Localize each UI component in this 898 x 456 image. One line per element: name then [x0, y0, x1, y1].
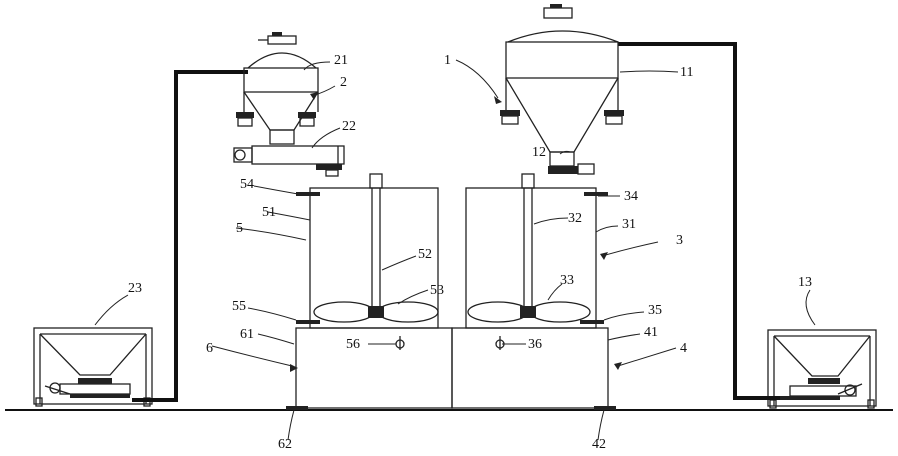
- label-31: 31: [622, 217, 636, 232]
- left-feed-hopper: [33, 327, 153, 407]
- label-35: 35: [648, 303, 662, 318]
- large-vacuum-hopper: [500, 4, 624, 175]
- label-6: 6: [206, 341, 213, 356]
- label-52: 52: [418, 247, 432, 262]
- left-mixing-tank: [296, 173, 439, 329]
- left-base-tank: [286, 327, 453, 410]
- label-2: 2: [340, 75, 347, 90]
- label-55: 55: [232, 299, 246, 314]
- arrowhead-4: [614, 362, 622, 370]
- label-34: 34: [624, 189, 638, 204]
- label-32: 32: [568, 211, 582, 226]
- leader-lines: [94, 59, 816, 441]
- right-conveying-pipe: [618, 42, 780, 400]
- label-11: 11: [680, 65, 693, 80]
- label-5: 5: [236, 221, 243, 236]
- label-36: 36: [528, 337, 542, 352]
- label-21: 21: [334, 53, 348, 68]
- label-42: 42: [592, 437, 606, 452]
- label-53: 53: [430, 283, 444, 298]
- label-13: 13: [798, 275, 812, 290]
- right-mixing-tank: [465, 173, 608, 329]
- label-61: 61: [240, 327, 254, 342]
- label-33: 33: [560, 273, 574, 288]
- arrowhead-1: [494, 96, 502, 104]
- arrowhead-2: [310, 92, 318, 100]
- label-12: 12: [532, 145, 546, 160]
- label-1: 1: [444, 53, 451, 68]
- label-56: 56: [346, 337, 360, 352]
- arrowhead-5: [290, 364, 298, 372]
- small-vacuum-hopper: [236, 32, 319, 145]
- label-23: 23: [128, 281, 142, 296]
- label-51: 51: [262, 205, 276, 220]
- left-conveying-pipe: [132, 70, 248, 402]
- label-4: 4: [680, 341, 687, 356]
- right-feed-hopper: [767, 329, 877, 409]
- label-62: 62: [278, 437, 292, 452]
- label-54: 54: [240, 177, 254, 192]
- label-3: 3: [676, 233, 683, 248]
- screw-conveyor: [233, 145, 345, 177]
- label-41: 41: [644, 325, 658, 340]
- label-22: 22: [342, 119, 356, 134]
- arrowhead-3: [600, 252, 608, 260]
